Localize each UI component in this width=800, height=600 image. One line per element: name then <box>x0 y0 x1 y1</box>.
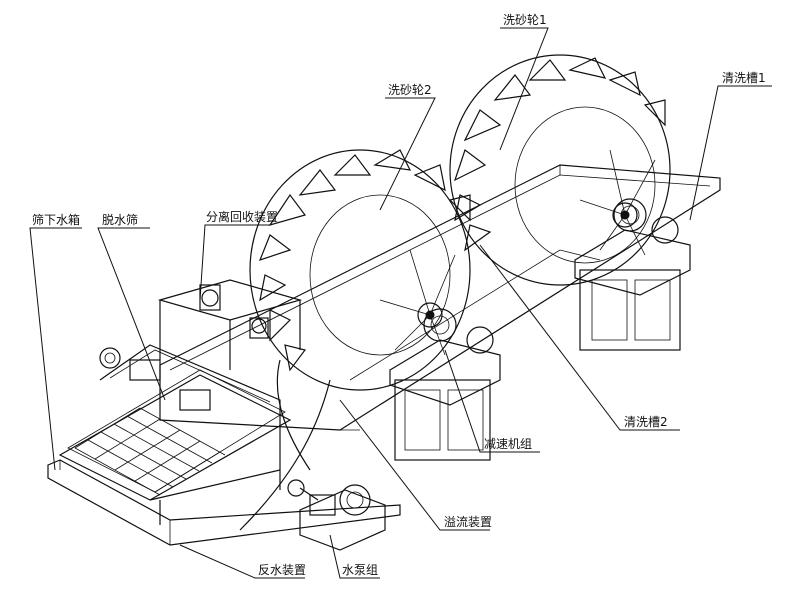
dewatering-screen <box>58 344 292 525</box>
water-pump-unit <box>287 479 386 551</box>
label-wash-tank-1: 清洗槽1 <box>722 71 766 85</box>
label-sand-wheel-1: 洗砂轮1 <box>503 13 547 27</box>
sand-wheel-2 <box>249 149 471 391</box>
leader-lines <box>29 27 772 579</box>
label-pump-unit: 水泵组 <box>342 563 378 577</box>
label-underscreen-tank: 筛下水箱 <box>32 212 80 227</box>
label-sand-wheel-2: 洗砂轮2 <box>388 83 432 97</box>
separation-recovery-device <box>157 279 331 531</box>
label-backwater-device: 反水装置 <box>258 563 306 577</box>
underscreen-tank <box>47 459 401 546</box>
label-separation-recovery: 分离回收装置 <box>206 209 278 224</box>
reducer-unit-front <box>389 308 501 461</box>
label-wash-tank-2: 清洗槽2 <box>624 415 668 429</box>
label-overflow-device: 溢流装置 <box>444 515 492 529</box>
label-reducer-unit: 减速机组 <box>484 437 532 451</box>
reducer-unit-back <box>574 198 691 351</box>
label-dewatering-screen: 脱水筛 <box>102 212 138 227</box>
